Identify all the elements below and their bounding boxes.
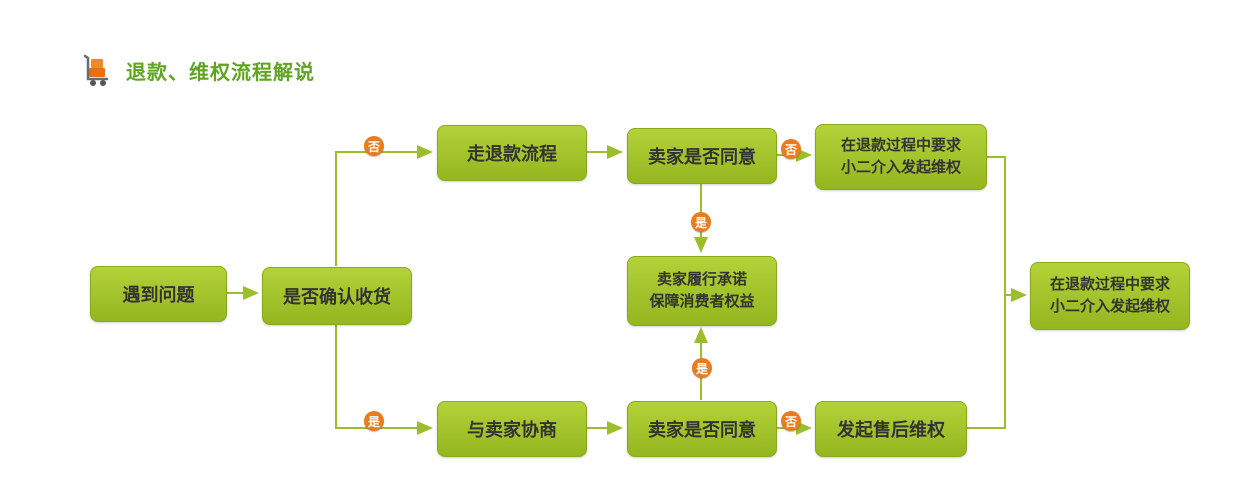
node-refund-process: 走退款流程 xyxy=(437,125,587,181)
badge-yes-seller-bottom: 是 xyxy=(692,358,712,378)
cart-icon xyxy=(80,52,116,88)
node-label-line2: 小二介入发起维权 xyxy=(1049,297,1170,315)
badge-yes-seller-top: 是 xyxy=(691,212,711,232)
node-label: 是否确认收货 xyxy=(283,287,391,308)
node-label: 遇到问题 xyxy=(122,285,195,306)
node-label: 走退款流程 xyxy=(467,144,557,165)
node-label-line1: 在退款过程中要求 xyxy=(840,136,961,155)
node-aftersales-rights: 发起售后维权 xyxy=(815,401,967,457)
badge-yes-negotiate-branch: 是 xyxy=(364,411,384,431)
node-label-line1: 在退款过程中要求 xyxy=(1049,275,1170,294)
diagram-title: 退款、维权流程解说 xyxy=(126,59,315,84)
node-seller-agree-top: 卖家是否同意 xyxy=(627,128,777,184)
node-label-line2: 保障消费者权益 xyxy=(649,292,755,310)
diagram-header: 退款、维权流程解说 xyxy=(80,52,315,88)
badge-no-refund-branch: 否 xyxy=(364,136,384,156)
node-seller-fulfill: 卖家履行承诺 保障消费者权益 xyxy=(627,256,777,326)
node-label-line1: 卖家履行承诺 xyxy=(656,270,747,289)
node-label: 卖家是否同意 xyxy=(648,420,756,441)
node-label: 与卖家协商 xyxy=(467,420,557,441)
node-request-xiaoer-right: 在退款过程中要求 小二介入发起维权 xyxy=(1030,262,1190,330)
node-problem: 遇到问题 xyxy=(90,266,227,322)
badge-no-seller-top: 否 xyxy=(781,139,801,159)
node-negotiate-seller: 与卖家协商 xyxy=(437,401,587,457)
node-label: 发起售后维权 xyxy=(837,420,945,441)
node-label: 卖家是否同意 xyxy=(648,147,756,168)
node-label-line2: 小二介入发起维权 xyxy=(840,158,961,176)
node-seller-agree-bottom: 卖家是否同意 xyxy=(627,401,777,457)
node-confirm-receipt: 是否确认收货 xyxy=(262,267,412,325)
badge-no-seller-bottom: 否 xyxy=(781,411,801,431)
node-request-xiaoer-top: 在退款过程中要求 小二介入发起维权 xyxy=(815,124,987,190)
